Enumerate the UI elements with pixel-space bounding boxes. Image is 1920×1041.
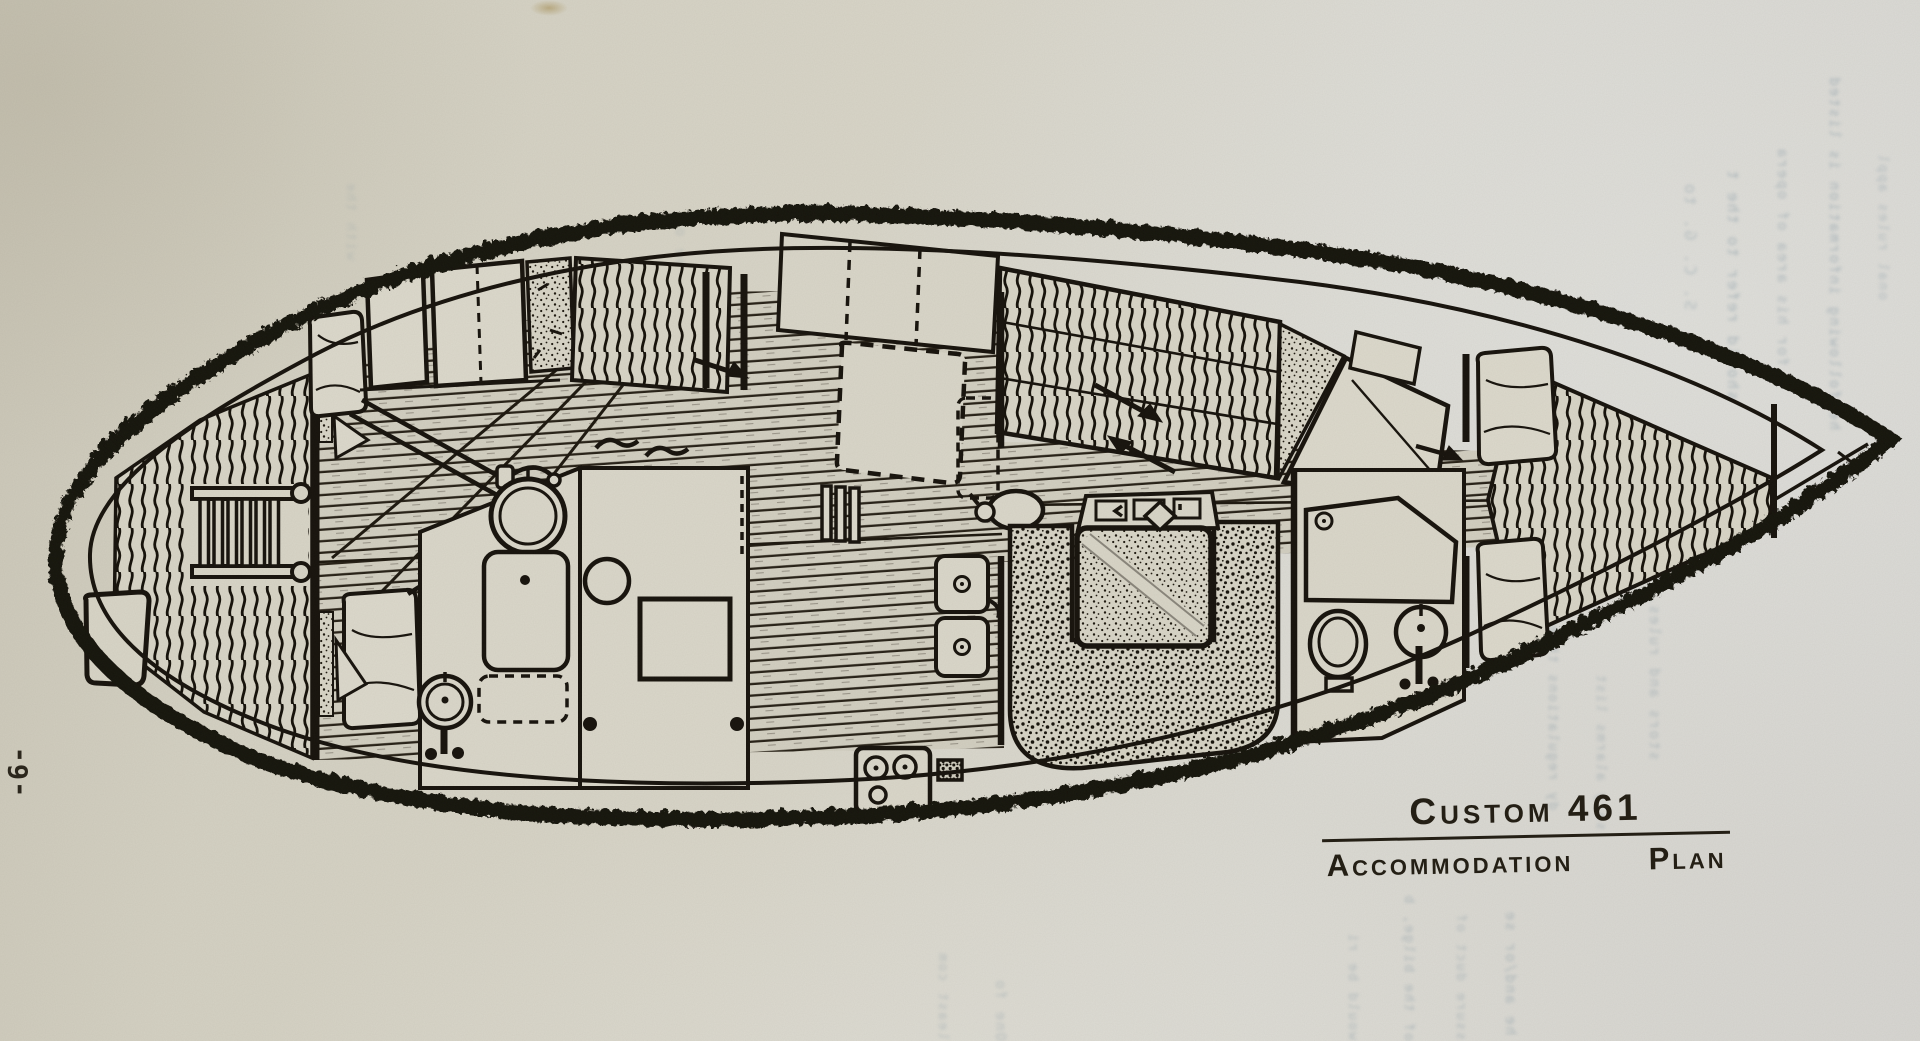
plan-subtitle-right: Plan [1648,839,1727,877]
title-block: Custom 461 Accommodation Plan [1321,785,1731,884]
plan-title: Custom 461 [1321,785,1731,842]
page-number: -6- [3,745,35,798]
plan-subtitle-left: Accommodation [1326,842,1574,883]
